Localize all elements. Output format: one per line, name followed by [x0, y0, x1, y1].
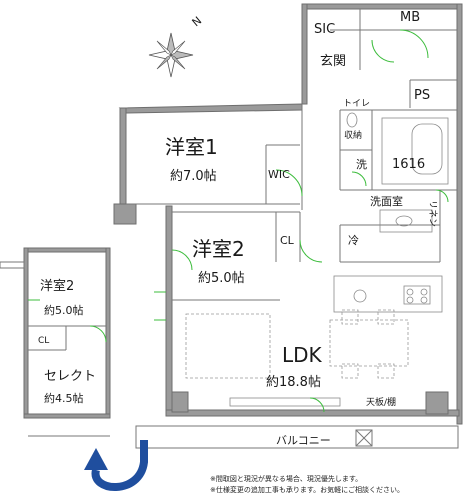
select-closet-label: CL — [38, 336, 49, 346]
wash-label: 洗 — [356, 158, 367, 171]
balcony-label: バルコニー — [276, 434, 331, 447]
bath-label: 1616 — [392, 157, 425, 172]
ldk-name: LDK — [282, 343, 323, 367]
toilet-fixture — [346, 112, 358, 128]
western1-size: 約7.0帖 — [170, 169, 217, 184]
ldk-furniture — [185, 309, 409, 407]
select-plan-walls — [0, 247, 111, 437]
sic-label: SIC — [314, 22, 335, 37]
swap-arrow-icon — [84, 440, 148, 491]
ldk-size: 約18.8帖 — [266, 375, 321, 390]
kitchen-counter — [333, 275, 443, 313]
compass-rose-icon — [148, 32, 194, 78]
bathtub — [381, 117, 449, 185]
balcony-hatch — [355, 429, 373, 447]
western2-name: 洋室2 — [192, 237, 245, 261]
storage-label: 収納 — [344, 129, 362, 141]
door-swings — [154, 29, 449, 413]
washbasin — [379, 209, 433, 233]
select-room-name: セレクト — [44, 369, 96, 384]
linen-label: リネン — [427, 200, 438, 227]
entrance-label: 玄関 — [320, 54, 346, 69]
fridge-label: 冷 — [348, 234, 359, 247]
ps-label: PS — [414, 88, 430, 103]
toilet-label: トイレ — [343, 99, 370, 109]
disclaimer-line-2: ※仕様変更の追加工事も承ります。お気軽にご相談ください。 — [210, 486, 405, 494]
wic-label: WIC — [268, 168, 290, 181]
kitchen-note: 天板/棚 — [366, 396, 396, 408]
closet-label: CL — [280, 234, 295, 247]
select-room-size: 約4.5帖 — [44, 391, 84, 405]
select-western2-size: 約5.0帖 — [44, 303, 84, 317]
western1-name: 洋室1 — [165, 135, 218, 159]
mb-label: MB — [400, 10, 420, 25]
north-label: N — [190, 14, 205, 29]
disclaimer-line-1: ※間取図と現況が異なる場合、現況優先します。 — [210, 475, 363, 483]
select-western2-name: 洋室2 — [40, 278, 74, 294]
washroom-label: 洗面室 — [370, 194, 403, 208]
western2-size: 約5.0帖 — [198, 271, 245, 286]
